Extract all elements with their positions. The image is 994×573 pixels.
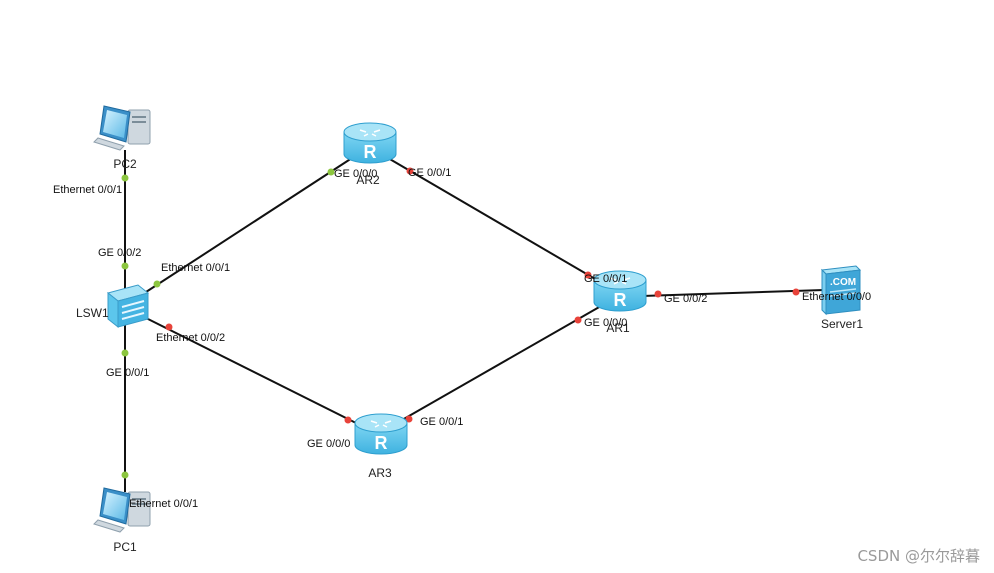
port-dot-ar2-ge1 bbox=[406, 167, 414, 175]
port-label-pc1-eth: Ethernet 0/0/1 bbox=[129, 498, 198, 510]
port-label-ar1-ge2: GE 0/0/2 bbox=[664, 293, 707, 305]
server-icon[interactable]: .COM bbox=[820, 265, 862, 316]
port-dot-lsw1-eth2 bbox=[165, 323, 173, 331]
device-name-ar3: AR3 bbox=[368, 466, 392, 480]
router-icon[interactable]: R bbox=[354, 413, 408, 455]
port-dot-ar1-ge2 bbox=[654, 290, 662, 298]
router-icon[interactable]: R bbox=[343, 122, 397, 164]
link-lsw1-ar3[interactable] bbox=[145, 317, 363, 427]
port-dot-ar1-ge0 bbox=[574, 316, 582, 324]
router-icon[interactable]: R bbox=[593, 270, 647, 312]
port-dot-ar3-ge0 bbox=[344, 416, 352, 424]
port-label-lsw1-ge1: GE 0/0/1 bbox=[106, 367, 149, 379]
router-glyph: R bbox=[375, 433, 388, 453]
watermark-text: CSDN @尔尔辞暮 bbox=[857, 547, 980, 565]
port-dot-pc2-eth bbox=[121, 174, 129, 182]
port-dot-pc1-eth bbox=[121, 471, 129, 479]
port-dot-lsw1-ge1 bbox=[121, 349, 129, 357]
device-name-pc2: PC2 bbox=[113, 157, 137, 171]
port-label-ar1-ge1: GE 0/0/1 bbox=[584, 273, 627, 285]
port-label-lsw1-ge2: GE 0/0/2 bbox=[98, 247, 141, 259]
device-name-ar1: AR1 bbox=[606, 321, 630, 335]
device-name-lsw1: LSW1 bbox=[76, 306, 109, 320]
link-lsw1-ar2[interactable] bbox=[145, 157, 353, 293]
port-label-ar1-ge0: GE 0/0/0 bbox=[584, 317, 627, 329]
server-badge: .COM bbox=[830, 277, 856, 288]
port-dot-server-eth bbox=[792, 288, 800, 296]
device-name-pc1: PC1 bbox=[113, 540, 137, 554]
port-label-ar3-ge1: GE 0/0/1 bbox=[420, 416, 463, 428]
port-dot-ar2-ge0 bbox=[327, 168, 335, 176]
pc-icon[interactable] bbox=[93, 487, 151, 533]
port-label-server-eth: Ethernet 0/0/0 bbox=[802, 291, 871, 303]
router-glyph: R bbox=[614, 290, 627, 310]
port-label-ar2-ge0: GE 0/0/0 bbox=[334, 168, 377, 180]
port-dot-lsw1-ge2 bbox=[121, 262, 129, 270]
port-label-lsw1-eth1: Ethernet 0/0/1 bbox=[161, 262, 230, 274]
port-label-lsw1-eth2: Ethernet 0/0/2 bbox=[156, 332, 225, 344]
link-ar2-ar1[interactable] bbox=[387, 157, 603, 284]
router-glyph: R bbox=[364, 142, 377, 162]
device-name-server1: Server1 bbox=[821, 317, 863, 331]
device-name-ar2: AR2 bbox=[356, 173, 380, 187]
switch-icon[interactable] bbox=[106, 284, 150, 329]
port-dot-ar1-ge1 bbox=[584, 271, 592, 279]
port-label-ar3-ge0: GE 0/0/0 bbox=[307, 438, 350, 450]
port-dot-lsw1-eth1 bbox=[153, 280, 161, 288]
port-label-pc2-eth: Ethernet 0/0/1 bbox=[53, 184, 122, 196]
port-dot-ar3-ge1 bbox=[405, 415, 413, 423]
pc-icon[interactable] bbox=[93, 105, 151, 151]
port-label-ar2-ge1: GE 0/0/1 bbox=[408, 167, 451, 179]
port-indicators bbox=[121, 167, 800, 479]
link-ar3-ar1[interactable] bbox=[401, 305, 602, 421]
